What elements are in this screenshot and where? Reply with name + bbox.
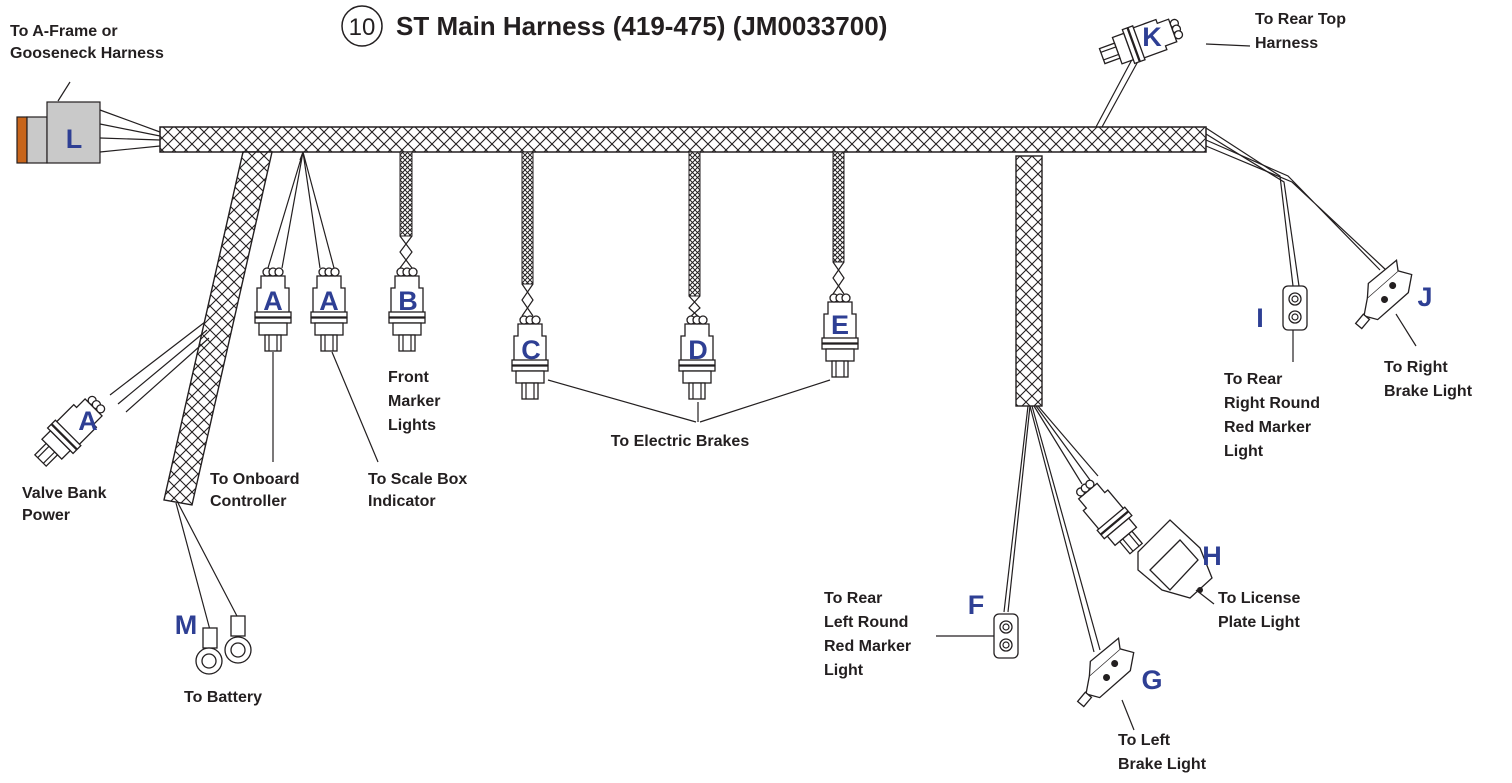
- connector-c-letter: C: [521, 335, 541, 365]
- connector-f-letter: F: [968, 590, 985, 620]
- connector-a-valve-letter: A: [78, 406, 98, 436]
- item-number: 10: [349, 14, 376, 41]
- connector-a-scale-letter: A: [319, 286, 339, 316]
- item-number-circle: [341, 5, 383, 47]
- connector-b-letter: B: [398, 286, 418, 316]
- connector-m-letter: M: [175, 610, 198, 640]
- license-light-h: [1068, 472, 1213, 599]
- brake-light-g: [1059, 634, 1146, 709]
- left-marker-label-2: Left Round: [824, 614, 908, 631]
- connector-h-letter: H: [1202, 541, 1222, 571]
- valve-bank-label-1: Valve Bank: [22, 485, 107, 502]
- connector-j-letter: J: [1417, 282, 1432, 312]
- right-marker-label-4: Light: [1224, 443, 1264, 460]
- connector-a-controller-letter: A: [263, 286, 283, 316]
- branch-c: [521, 151, 534, 317]
- branch-b: [399, 151, 413, 269]
- right-marker-label-2: Right Round: [1224, 395, 1320, 412]
- battery-terminals: [195, 615, 252, 675]
- right-brake-label-2: Brake Light: [1384, 383, 1473, 400]
- brake-light-j: [1337, 256, 1424, 331]
- valve-bank-label-2: Power: [22, 507, 70, 524]
- connector-a-valve-bank: [27, 388, 113, 474]
- left-brake-label-2: Brake Light: [1118, 756, 1207, 773]
- license-label-1: To License: [1218, 590, 1300, 607]
- left-marker-label-1: To Rear: [824, 590, 882, 607]
- connector-d-letter: D: [688, 335, 708, 365]
- marker-i: [1282, 285, 1308, 331]
- title-group: 10 ST Main Harness (419-475) (JM0033700): [341, 5, 887, 47]
- right-marker-label-1: To Rear: [1224, 371, 1282, 388]
- marker-f: [993, 613, 1019, 659]
- left-marker-label-3: Red Marker: [824, 638, 911, 655]
- rear-top-label-1: To Rear Top: [1255, 11, 1346, 28]
- rear-top-label-2: Harness: [1255, 35, 1318, 52]
- marker-label-2: Marker: [388, 393, 440, 410]
- battery-branch: [109, 151, 273, 631]
- branch-e: [832, 151, 845, 295]
- connector-l-letter: L: [66, 124, 83, 154]
- rear-branch: [1003, 155, 1101, 653]
- branch-ij-wires: [1205, 127, 1387, 287]
- connector-k-letter: K: [1142, 22, 1162, 52]
- diagram-title: ST Main Harness (419-475) (JM0033700): [396, 11, 887, 41]
- connector-l: L To A-Frame or Gooseneck Harness: [10, 23, 164, 164]
- brakes-leader: [547, 379, 831, 423]
- battery-label: To Battery: [184, 689, 262, 706]
- branch-d: [688, 151, 701, 319]
- controller-label-2: Controller: [210, 493, 286, 510]
- scale-label-1: To Scale Box: [368, 471, 467, 488]
- right-brake-label-1: To Right: [1384, 359, 1448, 376]
- connector-l-label-2: Gooseneck Harness: [10, 45, 164, 62]
- scale-label-2: Indicator: [368, 493, 436, 510]
- connector-l-label-1: To A-Frame or: [10, 23, 118, 40]
- left-brake-label-1: To Left: [1118, 732, 1171, 749]
- connector-e-letter: E: [831, 310, 849, 340]
- a-connectors-wires: [267, 151, 335, 269]
- marker-label-1: Front: [388, 369, 430, 386]
- left-marker-label-4: Light: [824, 662, 864, 679]
- main-trunk: [159, 126, 1207, 153]
- electric-brakes-label: To Electric Brakes: [611, 433, 750, 450]
- right-marker-label-3: Red Marker: [1224, 419, 1311, 436]
- connector-g-letter: G: [1141, 665, 1162, 695]
- controller-label-1: To Onboard: [210, 471, 299, 488]
- branch-k: [1095, 10, 1187, 128]
- connector-i-letter: I: [1256, 303, 1264, 333]
- marker-label-3: Lights: [388, 417, 436, 434]
- license-label-2: Plate Light: [1218, 614, 1300, 631]
